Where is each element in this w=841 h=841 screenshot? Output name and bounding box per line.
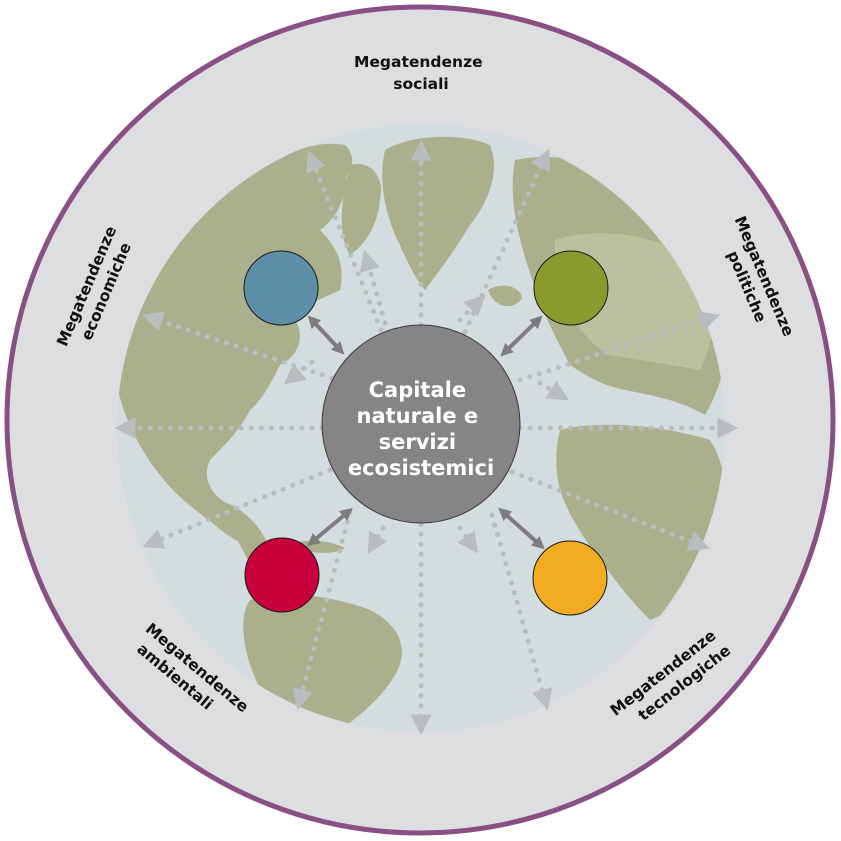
dotted-arrow-16: [283, 359, 315, 385]
land-africa: [556, 424, 725, 620]
dotted-arrow-13: [517, 311, 720, 383]
dotted-arrow-9: [367, 525, 388, 555]
dotted-arrow-11: [457, 525, 479, 554]
center-label: Capitale naturale e servizi ecosistemici: [348, 378, 494, 480]
solid-connections: [307, 315, 545, 550]
land-greenland: [382, 136, 494, 290]
dotted-arrow-4: [457, 294, 486, 323]
node-ambientali: [244, 537, 320, 613]
land-baffin: [341, 164, 381, 255]
solid-double-arrow-2: [307, 507, 353, 547]
center-line-1: Capitale: [369, 378, 466, 402]
dotted-arrow-1: [306, 150, 384, 333]
label-sociali-line-1: Megatendenze: [354, 53, 483, 71]
center-line-4: ecosistemici: [348, 456, 494, 480]
center-circle: [321, 324, 521, 524]
label-sociali: Megatendenze sociali: [354, 53, 488, 93]
center-line-3: servizi: [379, 430, 456, 454]
node-tecnologiche: [532, 540, 608, 616]
solid-double-arrow-1: [500, 315, 543, 357]
dotted-arrow-15: [509, 469, 710, 551]
node-politiche: [533, 250, 609, 326]
dotted-arrow-3: [359, 249, 388, 326]
land-iceland: [488, 285, 522, 307]
land-central-america: [229, 505, 300, 602]
label-sociali-line-2: sociali: [393, 75, 448, 93]
dotted-connections: [114, 139, 739, 736]
dotted-arrow-7: [142, 467, 333, 549]
dotted-arrow-17: [537, 380, 570, 401]
solid-double-arrow-0: [307, 315, 345, 355]
center-line-2: naturale e: [357, 404, 479, 428]
solid-double-arrow-3: [498, 507, 545, 550]
node-economiche: [243, 250, 319, 326]
